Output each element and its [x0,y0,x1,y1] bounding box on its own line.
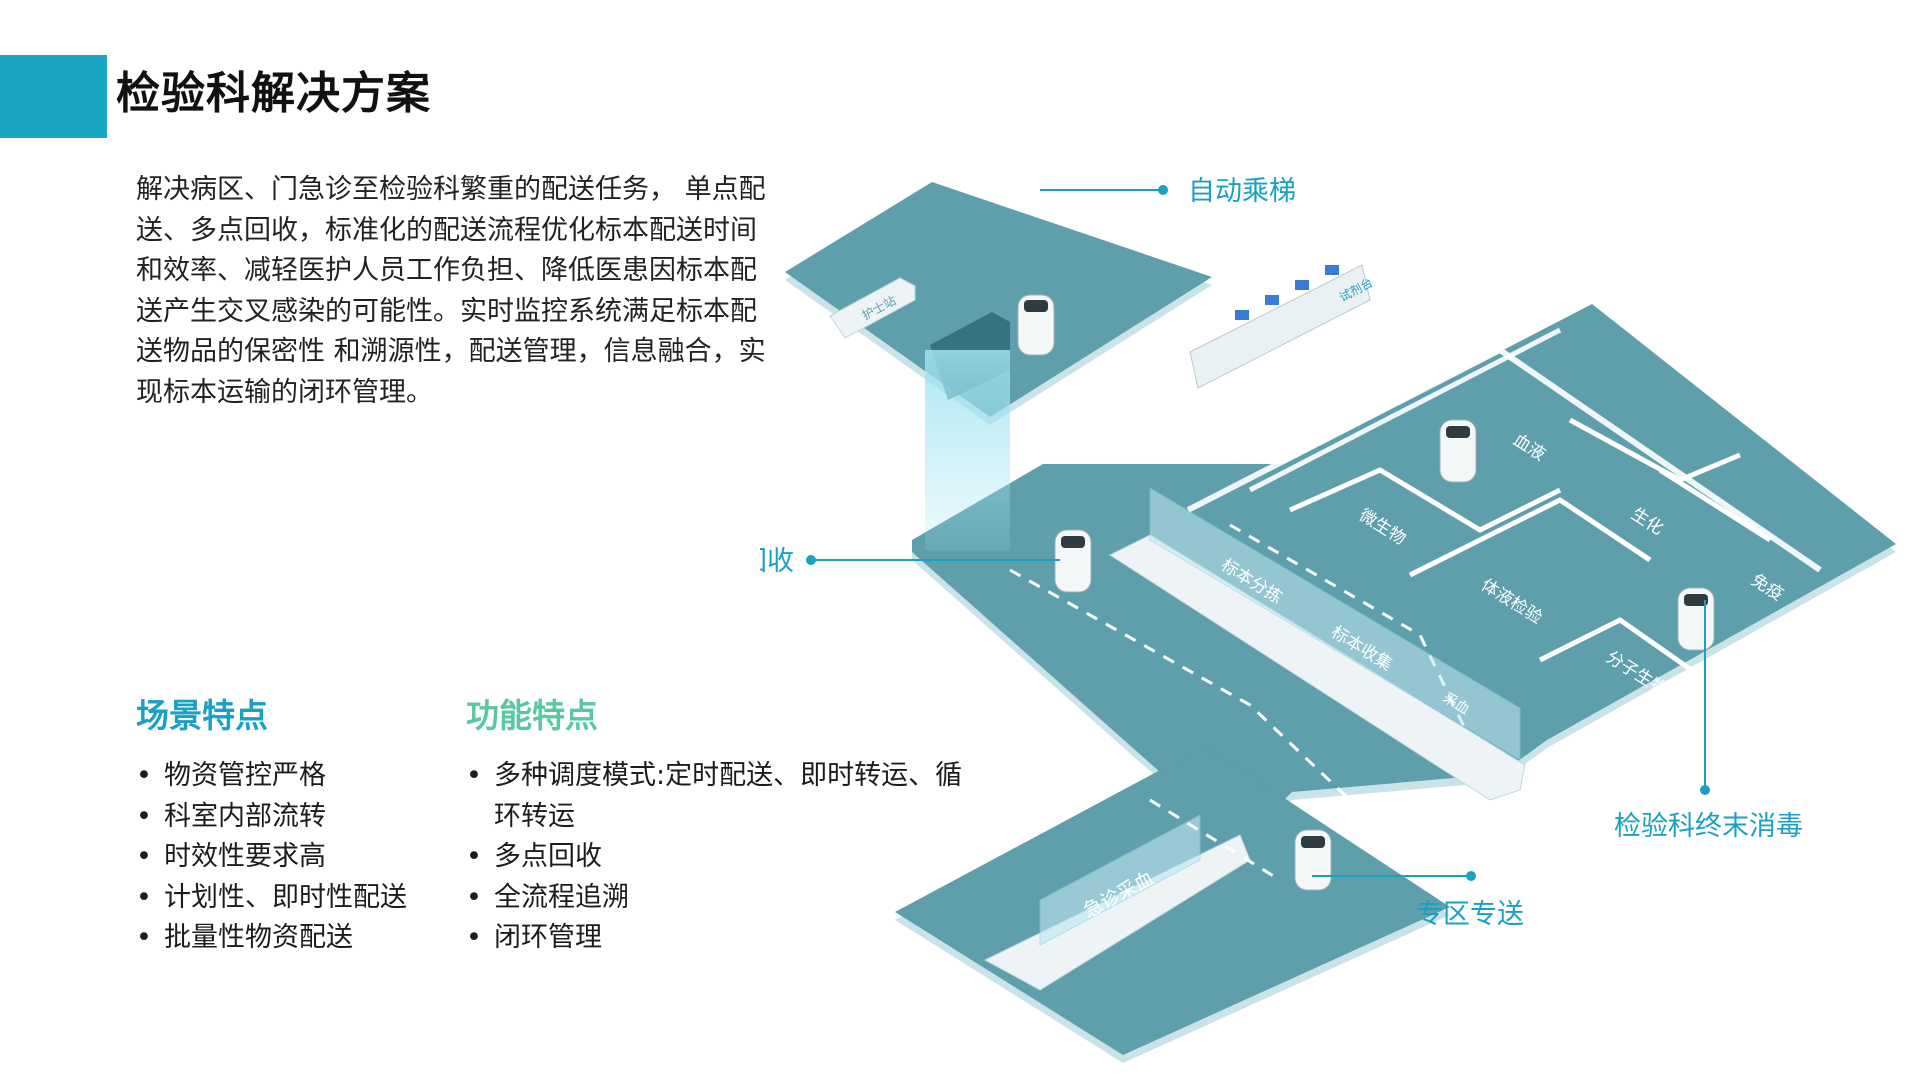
robot-disinfect [1677,587,1715,651]
function-features-heading: 功能特点 [466,696,598,735]
robot-lab [1439,419,1477,483]
elevator-shaft [925,350,1010,550]
list-item: 多点回收 [466,837,986,878]
disinfect-callout-dot [1700,785,1710,795]
list-item: 科室内部流转 [136,797,436,838]
page-title: 检验科解决方案 [116,68,431,119]
list-item: 闭环管理 [466,918,986,959]
robot-ward [1017,294,1055,356]
list-item: 多种调度模式:定时配送、即时转运、循环转运 [466,756,986,837]
disinfect-callout-label: 检验科终末消毒 [1614,811,1803,842]
emergency-floor [895,746,1450,1063]
elevator-callout-label: 自动乘梯 [1188,176,1296,207]
list-item: 全流程追溯 [466,878,986,919]
scene-features-list: 物资管控严格 科室内部流转 时效性要求高 计划性、即时性配送 批量性物资配送 [136,756,436,959]
zone-delivery-callout-dot [1466,871,1476,881]
main-floor [912,304,1896,812]
zone-delivery-callout-label: 专区专送 [1416,899,1524,930]
elevator-callout-dot [1158,185,1168,195]
title-accent-bar [0,55,107,138]
multi-recycle-callout-dot [806,555,816,565]
list-item: 物资管控严格 [136,756,436,797]
function-features-list: 多种调度模式:定时配送、即时转运、循环转运 多点回收 全流程追溯 闭环管理 [466,756,986,959]
list-item: 时效性要求高 [136,837,436,878]
list-item: 批量性物资配送 [136,918,436,959]
robot-corridor [1054,529,1092,593]
list-item: 计划性、即时性配送 [136,878,436,919]
multi-recycle-callout-label: 多点回收 [760,546,794,577]
robot-emergency [1294,829,1332,891]
corridor-counter [1108,487,1526,801]
solution-description: 解决病区、门急诊至检验科繁重的配送任务， 单点配送、多点回收，标准化的配送流程优… [136,174,766,408]
lab-floor-diagram: 血液 生化 免疫 微生物 体液检验 分子生物 标本分拣 标本收集 采血 急诊采血… [760,176,1896,1063]
lab-bench [1189,264,1371,389]
scene-features-heading: 场景特点 [136,696,268,735]
